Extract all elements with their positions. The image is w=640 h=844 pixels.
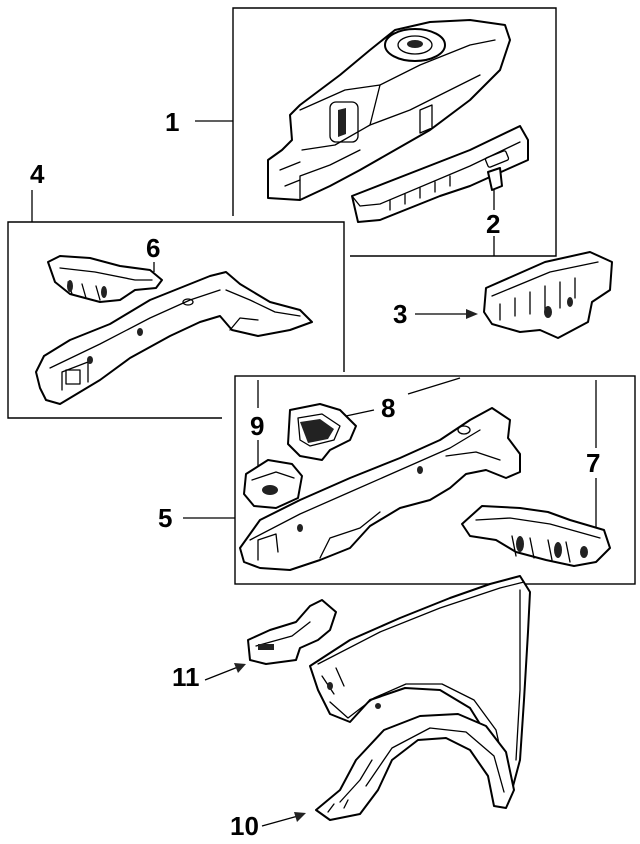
callout-7: 7: [586, 448, 600, 478]
callout-2: 2: [486, 209, 500, 239]
front-fender[interactable]: [309, 575, 531, 791]
part-9-engine-mount-bracket[interactable]: [243, 459, 303, 509]
callout-9: 9: [250, 411, 264, 441]
leader-10: [261, 815, 299, 827]
callout-11: 11: [172, 662, 200, 692]
part-2-sill-extension[interactable]: [351, 125, 529, 223]
part-3-rear-frame-bracket[interactable]: [483, 251, 613, 339]
group-frame-5: [234, 375, 636, 585]
part-5-wheelhouse-frame[interactable]: [239, 407, 521, 571]
leader-8b: [345, 409, 375, 417]
part-7-wheelhouse-reinforcement[interactable]: [461, 505, 611, 567]
part-8-damper-mount-bracket[interactable]: [287, 403, 357, 461]
part-4-side-frame[interactable]: [35, 271, 313, 405]
callout-1: 1: [165, 107, 179, 137]
callout-6: 6: [146, 233, 160, 263]
arrow-10: [294, 812, 306, 822]
group-frame-1-2: [232, 7, 557, 257]
arrow-3: [466, 309, 478, 319]
callout-5: 5: [158, 503, 172, 533]
callout-10: 10: [230, 811, 259, 841]
part-6-reinforcement-bracket[interactable]: [47, 255, 163, 303]
part-10-fender-liner[interactable]: [315, 713, 515, 821]
arrow-11: [234, 663, 246, 673]
part-11-fender-bracket[interactable]: [247, 599, 337, 665]
leader-11: [204, 666, 239, 681]
group-frame-4: [7, 190, 345, 419]
callout-3: 3: [393, 299, 407, 329]
callout-8: 8: [381, 393, 395, 423]
callout-4: 4: [30, 159, 45, 189]
leader-8: [407, 377, 461, 395]
part-1-rear-floor-panel[interactable]: [267, 19, 511, 201]
